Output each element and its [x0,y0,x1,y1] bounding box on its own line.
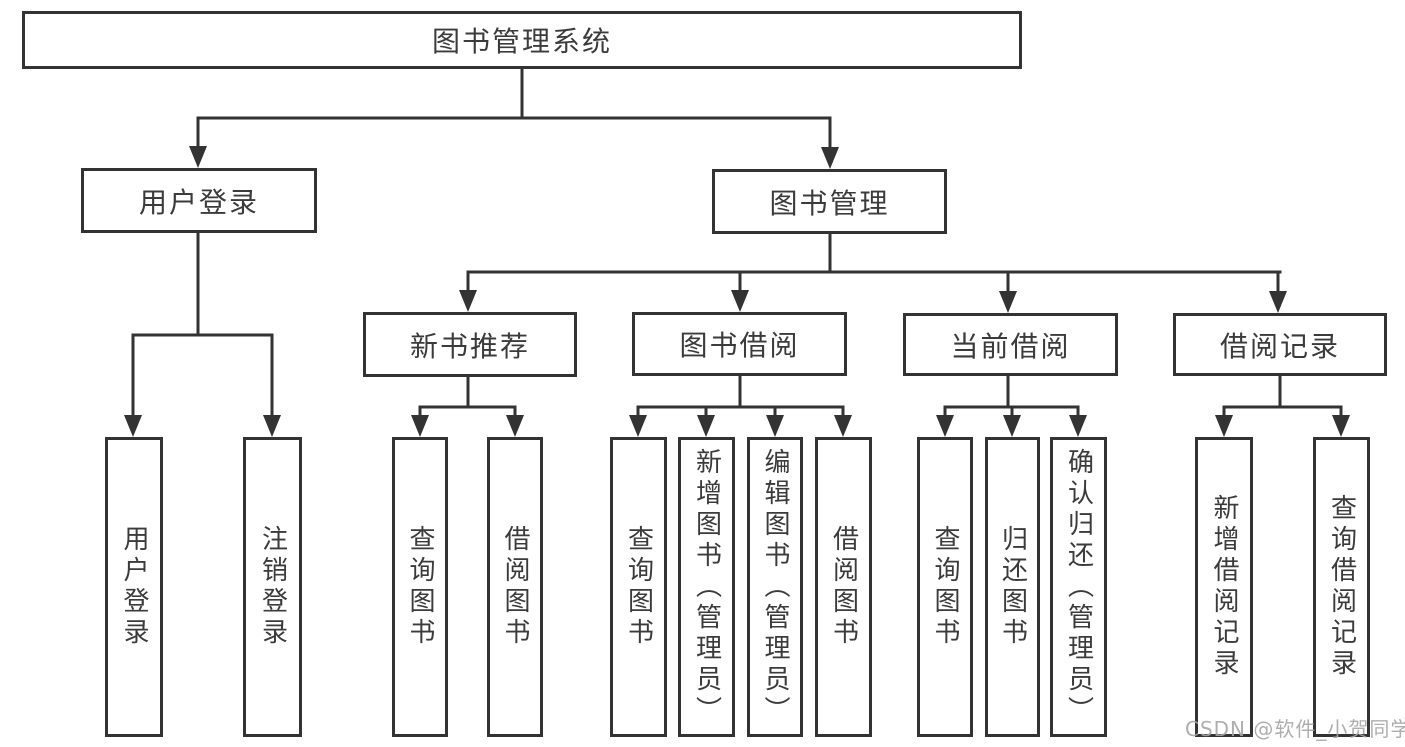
node-root: 图书管理系统 [22,11,1022,69]
leaf-confirm-return-admin: 确认归还（管理员） [1050,437,1107,737]
leaf-query-books-1: 查询图书 [392,437,448,737]
connector-user-login-to-leaves [124,231,281,437]
leaf-query-books-2: 查询图书 [610,437,667,737]
connector-root-to-level2 [189,67,839,169]
connector-book-mgmt-to-level3 [459,232,1287,313]
node-current-borrowing: 当前借阅 [903,313,1118,376]
node-book-management: 图书管理 [712,169,947,234]
leaf-add-book-admin: 新增图书（管理员） [678,437,735,737]
leaf-query-books-3: 查询图书 [917,437,973,737]
connector-book-borrow-to-leaves [629,374,852,437]
connector-borrow-records-to-leaves [1215,374,1350,437]
node-user-login: 用户登录 [81,168,317,233]
leaf-logout: 注销登录 [243,437,302,737]
connector-current-borrow-to-leaves [936,374,1087,437]
leaf-user-login: 用户登录 [105,437,163,737]
leaf-borrow-books-2: 借阅图书 [815,437,872,737]
csdn-watermark: CSDN @软件_小贺同学 [1185,717,1405,741]
leaf-add-borrow-record: 新增借阅记录 [1195,437,1253,737]
leaf-borrow-books-1: 借阅图书 [487,437,543,737]
node-new-book-recommend: 新书推荐 [363,312,577,377]
connector-new-book-to-leaves [411,375,524,437]
leaf-query-borrow-record: 查询借阅记录 [1313,437,1370,737]
leaf-return-book: 归还图书 [985,437,1040,737]
node-book-borrowing: 图书借阅 [632,312,847,376]
node-borrow-records: 借阅记录 [1173,313,1387,376]
leaf-edit-book-admin: 编辑图书（管理员） [747,437,803,737]
